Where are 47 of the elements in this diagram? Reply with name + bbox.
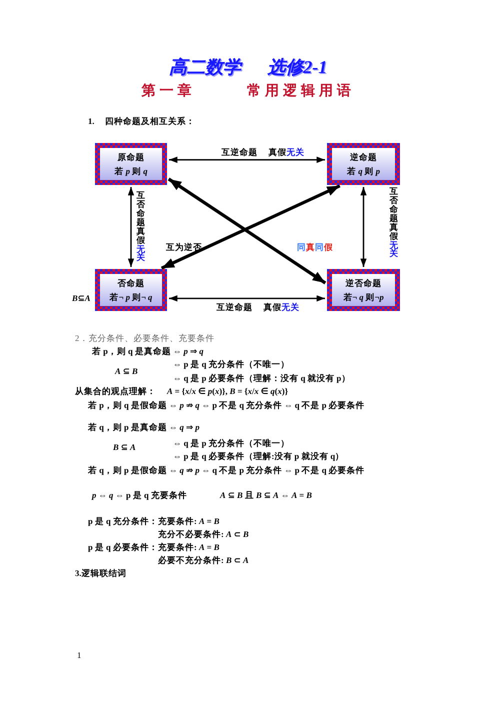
statement-text: ⇔ p 是 q 充分条件（不唯一） [173,359,290,370]
edge-label: 互逆命题 真假无关 [221,147,305,158]
edge-label: 互否命题真假无关 [389,187,399,258]
box-formula: 若¬ p 则¬ q [110,292,152,302]
page-number: 1 [77,650,82,661]
section-heading: 3.逻辑联结词 [75,568,126,579]
math-formula: A ⊆ B 且 B ⊆ A ⇔ A = B [220,490,312,501]
page-title: 高二数学 选修2-1 [168,56,328,78]
double-arrow [160,184,340,270]
box-heading: 逆命题 [350,152,377,162]
box-formula: 若 p 则 q [114,166,148,176]
edge-label: 互逆命题 真假无关 [216,302,300,312]
double-arrow [360,187,367,267]
statement-text: 若 p，则 q 是真命题 ⇔ p ⇒ q [92,346,204,357]
statement-text: 若 q，则 p 是假命题 ⇔ q ⇏ p ⇔ q 不是 p 充分条件 ⇔ p 不是 q 必要条件 [88,465,365,476]
section-heading: 四种命题及相互关系： [105,116,195,127]
statement-text: 充分不必要条件: A ⊂ B [158,529,249,540]
statement-text: 从集合的观点理解： [75,386,156,397]
math-formula: B ⊆ A [113,442,136,453]
statement-text: ⇔ q 是 p 充分条件（不唯一） [173,438,290,449]
double-arrow [128,187,134,267]
double-arrow [169,156,325,163]
statement-text: 充要条件: A = B [158,516,220,527]
chapter-heading: 第一章 常用逻辑用语 [140,83,356,100]
statement-text: 必要不充分条件: B ⊂ A [158,555,249,566]
statement-text: p 是 q 必要条件： [88,542,158,553]
box-heading: 逆否命题 [346,278,382,288]
math-formula: A = {x/x ∈ p(x)}, B = {x/x ∈ q(x)} [167,386,288,397]
box-formula: 若 q 则 p [347,166,380,176]
double-arrow [169,295,325,302]
statement-text: 若 p，则 q 是假命题 ⇔ p ⇏ q ⇔ p 不是 q 充分条件 ⇔ q 不是 p 必要条件 [88,400,365,411]
edge-label: 互否命题真假无关 [136,191,146,262]
math-formula: B⊆A [72,293,90,304]
section-heading: 2．充分条件、必要条件、充要条件 [75,333,214,344]
statement-text: ⇔ p 是 q 必要条件（理解:没有 p 就没有 q） [173,451,344,462]
box-heading: 否命题 [118,278,144,288]
statement-text: p ⇔ q ⇔ p 是 q 充要条件 [92,490,187,501]
double-arrow [168,178,326,284]
statement-text: 若 q，则 p 是真命题 ⇔ q ⇒ p [88,422,200,433]
box-heading: 原命题 [118,152,144,162]
statement-text: ⇔ q 是 p 必要条件（理解：没有 q 就没有 p） [173,373,350,384]
list-number: 1. [88,116,94,127]
statement-text: p 是 q 充分条件： [88,516,158,527]
statement-text: 充要条件: A = B [158,542,220,553]
math-formula: A ⊆ B [115,366,138,377]
box-formula: 若¬ q 则¬p [343,292,384,302]
edge-label: 同真同假 [297,242,333,252]
